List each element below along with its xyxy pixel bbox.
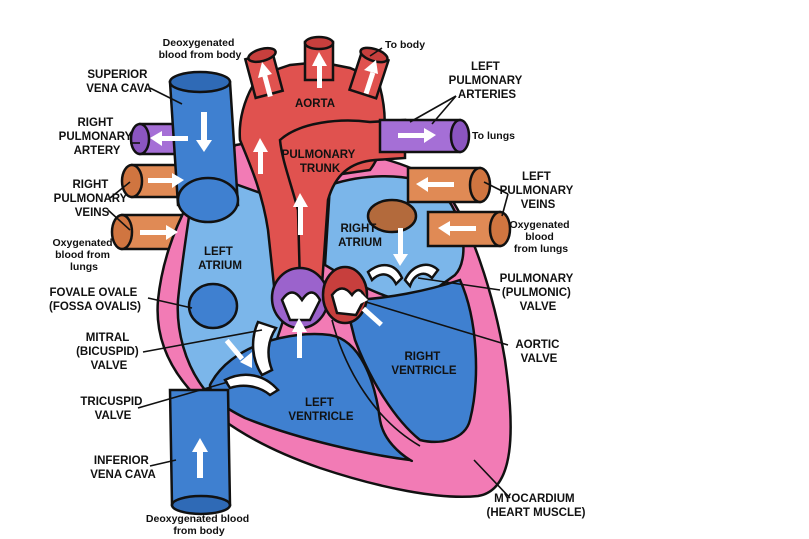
pulmonary-valve-shape [270, 266, 330, 330]
mitral-valve-label: MITRAL (BICUSPID) VALVE [76, 332, 142, 372]
right-pulmonary-veins-label: RIGHT PULMONARY VEINS [54, 179, 131, 219]
arrow-icon [292, 318, 307, 358]
vein-opening-spot [366, 198, 418, 234]
left-pulmonary-arteries-label: LEFT PULMONARY ARTERIES [449, 61, 526, 101]
myocardium-label: MYOCARDIUM (HEART MUSCLE) [486, 493, 585, 519]
arrow-icon [312, 52, 327, 88]
arrow-icon [253, 138, 268, 174]
arrow-icon [293, 193, 308, 235]
oxygenated-left-label: Oxygenated blood from lungs [52, 237, 115, 273]
pulmonary-trunk-vessel [278, 118, 407, 287]
right-atrium-label: RIGHT ATRIUM [338, 223, 382, 249]
fossa-ovalis-spot [187, 282, 239, 330]
left-atrium-label: LEFT ATRIUM [198, 246, 242, 272]
flow-arrows [140, 52, 476, 478]
left-ventricle-label: LEFT VENTRICLE [288, 397, 354, 423]
arrow-icon [363, 60, 378, 95]
fovale-ovale-label: FOVALE OVALE (FOSSA OVALIS) [49, 287, 141, 313]
arrow-icon [150, 131, 188, 146]
arrow-icon [192, 438, 208, 478]
mitral-valve-shape [223, 320, 280, 397]
arrow-icon [416, 177, 454, 192]
superior-vena-cava-label: SUPERIOR VENA CAVA [86, 69, 152, 95]
deoxygenated-bottom-label: Deoxygenated blood from body [146, 513, 252, 537]
right-ventricle-label: RIGHT VENTRICLE [391, 351, 457, 377]
aorta-label: AORTA [295, 98, 335, 110]
arrow-icon [398, 128, 436, 143]
arrow-icon [258, 62, 273, 98]
labels: Deoxygenated blood from body To body SUP… [49, 37, 586, 537]
to-body-label: To body [385, 39, 425, 51]
arrow-icon [358, 294, 383, 327]
arrow-icon [196, 112, 212, 152]
deoxygenated-top-label: Deoxygenated blood from body [159, 37, 242, 61]
leader-lines [107, 47, 511, 499]
left-pulmonary-veins-label: LEFT PULMONARY VEINS [500, 171, 577, 211]
right-pulmonary-artery-label: RIGHT PULMONARY ARTERY [59, 117, 136, 157]
septum-line [331, 319, 421, 447]
inferior-vena-cava-label: INFERIOR VENA CAVA [90, 455, 156, 481]
tricuspid-valve-shape [366, 263, 440, 289]
pulmonary-valve-label: PULMONARY (PULMONIC) VALVE [500, 273, 577, 313]
tricuspid-valve-label: TRICUSPID VALVE [80, 396, 145, 422]
arrow-icon [393, 228, 408, 266]
aortic-valve-label: AORTIC VALVE [515, 339, 562, 365]
arrow-icon [140, 225, 178, 240]
arrow-icon [224, 338, 252, 368]
oxygenated-right-label: Oxygenated blood from lungs [509, 219, 572, 255]
aortic-valve-shape [321, 265, 369, 325]
arrow-icon [148, 173, 184, 188]
pulmonary-trunk-label: PULMONARY TRUNK [282, 149, 359, 175]
arrow-icon [438, 221, 476, 236]
to-lungs-label: To lungs [472, 130, 515, 142]
